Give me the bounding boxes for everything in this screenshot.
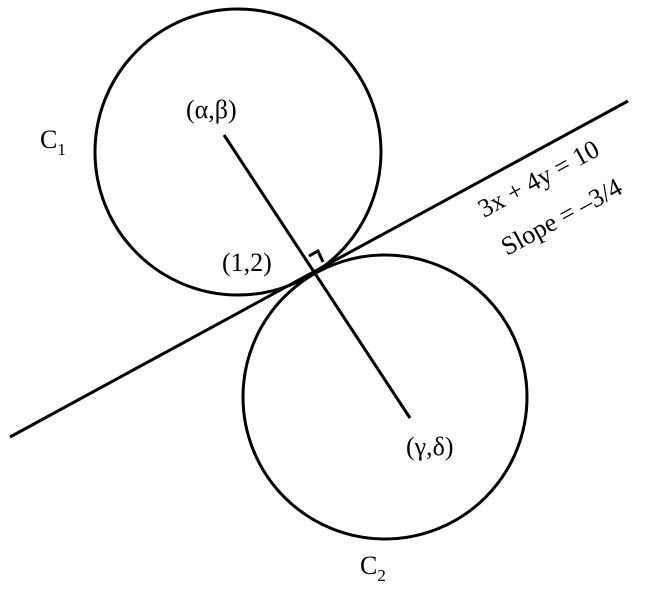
label-c2: C2: [360, 551, 386, 585]
label-c2-subscript: 2: [377, 566, 386, 585]
label-c2-main: C: [360, 551, 377, 580]
label-c1-main: C: [40, 125, 57, 154]
center-connecting-line: [222, 134, 412, 419]
label-center-c2: (γ,δ): [406, 432, 454, 461]
label-c1: C1: [40, 125, 66, 159]
circle-c2: [241, 253, 529, 541]
circle-c1: [93, 7, 383, 297]
label-c1-subscript: 1: [57, 140, 66, 159]
tangent-line: [9, 99, 629, 439]
label-center-c1: (α,β): [186, 95, 237, 124]
right-angle-marker: [308, 248, 325, 263]
label-tangent-point: (1,2): [222, 248, 272, 277]
